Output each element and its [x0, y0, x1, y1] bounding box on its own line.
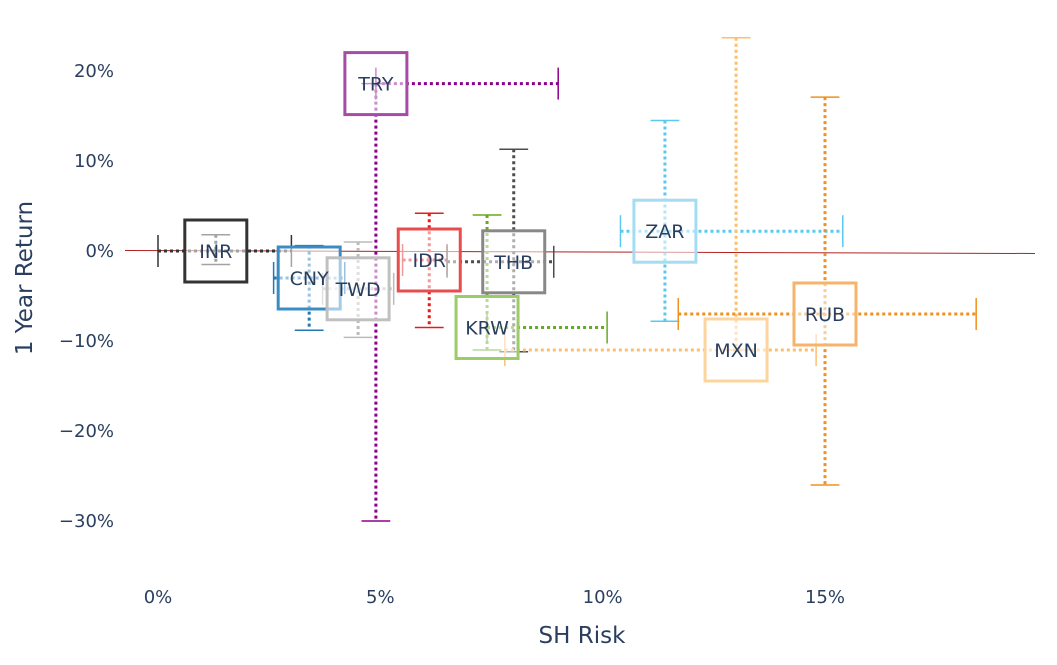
x-axis-ticks: 0% 5% 10% 15%: [144, 587, 845, 608]
marker-rub: [792, 281, 858, 347]
marker-layer: [183, 51, 858, 383]
y-tick-label: 10%: [74, 151, 114, 172]
y-tick-label: −30%: [59, 511, 114, 532]
point-label-idr: IDR: [413, 250, 446, 272]
x-axis-title: SH Risk: [539, 623, 627, 649]
y-tick-label: −10%: [59, 331, 114, 352]
point-label-inr: INR: [199, 241, 232, 263]
marker-idr: [396, 227, 462, 293]
x-tick-label: 0%: [144, 587, 173, 608]
point-label-thb: THB: [493, 252, 533, 274]
point-label-cny: CNY: [290, 268, 329, 290]
point-label-mxn: MXN: [714, 340, 758, 362]
point-label-rub: RUB: [805, 304, 845, 326]
marker-inr: [183, 218, 249, 284]
y-axis-ticks: 20% 10% 0% −10% −20% −30%: [59, 61, 114, 532]
y-tick-label: 0%: [85, 241, 114, 262]
x-tick-label: 10%: [583, 587, 623, 608]
x-tick-label: 15%: [805, 587, 845, 608]
marker-twd: [325, 256, 391, 322]
x-tick-label: 5%: [366, 587, 395, 608]
y-axis-title: 1 Year Return: [12, 201, 38, 355]
y-tick-label: 20%: [74, 61, 114, 82]
marker-zar: [632, 198, 698, 264]
y-tick-label: −20%: [59, 421, 114, 442]
point-label-zar: ZAR: [645, 221, 684, 243]
marker-krw: [454, 295, 520, 360]
point-label-try: TRY: [357, 74, 394, 96]
marker-mxn: [703, 317, 769, 383]
point-label-twd: TWD: [335, 279, 381, 301]
zero-reference-line: [124, 250, 1036, 254]
point-label-layer: INR CNY TWD TRY IDR KRW THB ZAR MXN RUB: [199, 74, 845, 362]
marker-try: [343, 51, 409, 117]
point-label-krw: KRW: [465, 318, 509, 340]
marker-thb: [481, 229, 547, 295]
zero-line-layer: [124, 250, 1036, 254]
